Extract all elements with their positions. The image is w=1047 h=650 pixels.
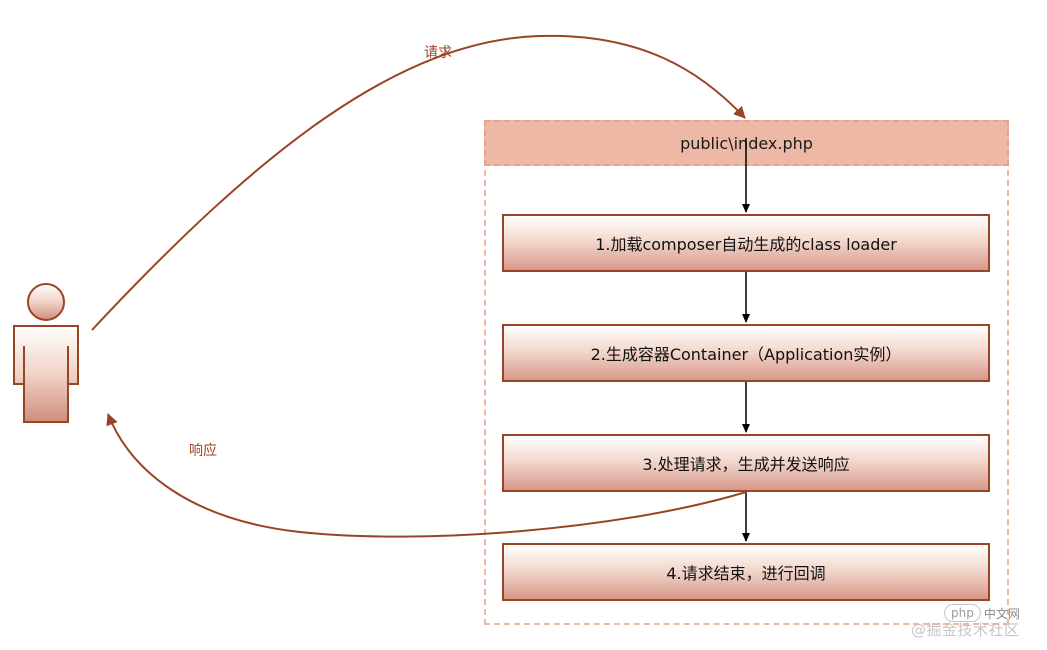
step-2-box: 2.生成容器Container（Application实例） (502, 324, 990, 382)
watermark-php-suffix: 中文网 (983, 606, 1020, 621)
step-2-label: 2.生成容器Container（Application实例） (590, 345, 902, 364)
response-arrow (106, 413, 747, 538)
step-1-box: 1.加载composer自动生成的class loader (502, 214, 990, 272)
step-4-box: 4.请求结束，进行回调 (502, 543, 990, 601)
step-4-label: 4.请求结束，进行回调 (666, 564, 826, 583)
step-3-label: 3.处理请求，生成并发送响应 (642, 455, 850, 474)
step-3-box: 3.处理请求，生成并发送响应 (502, 434, 990, 492)
step-1-label: 1.加载composer自动生成的class loader (595, 235, 897, 254)
request-arrow (91, 34, 746, 331)
person-icon (13, 283, 79, 423)
watermark-text: @掘金技术社区 (911, 621, 1020, 639)
watermark-php-logo: php (944, 604, 981, 622)
request-label: 请求 (424, 45, 452, 61)
response-label: 响应 (189, 443, 217, 459)
watermark-badge: php 中文网 (944, 604, 1020, 622)
